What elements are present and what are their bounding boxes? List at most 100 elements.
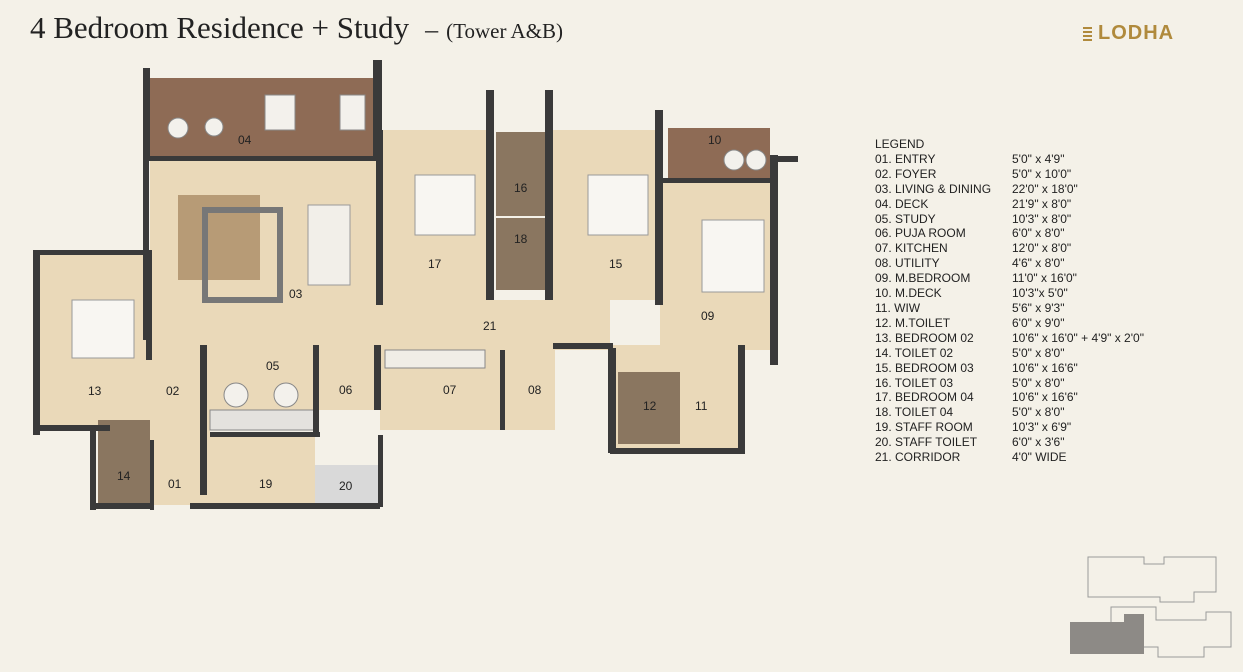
legend-item: 19. STAFF ROOM 10'3" x 6'9" [875,420,1144,435]
legend-item-name: 06. PUJA ROOM [875,226,966,241]
legend-item-name: 01. ENTRY [875,151,936,166]
legend-item-size: 10'3" x 8'0" [1012,211,1072,226]
legend-heading: LEGEND [875,137,925,151]
legend-item-size: 5'6" x 9'3" [1012,300,1065,315]
room-label-04: 04 [238,133,252,147]
key-plan-highlight [1070,614,1144,654]
page-title: 4 Bedroom Residence + Study – (Tower A&B… [30,10,563,46]
legend-item-name: 04. DECK [875,196,929,211]
deck-04 [150,78,375,160]
room-label-16: 16 [514,181,528,195]
legend-item: 01. ENTRY 5'0" x 4'9" [875,152,1144,167]
deck-chair-icon [204,117,224,137]
legend-item: 02. FOYER 5'0" x 10'0" [875,167,1144,182]
room-label-11: 11 [695,399,708,413]
sofa [202,207,283,303]
legend-item-name: 02. FOYER [875,166,937,181]
room-label-18: 18 [514,232,528,246]
room-label-02: 02 [166,384,180,398]
bed-09 [701,219,765,293]
legend-item-name: 05. STUDY [875,211,936,226]
legend-item-size: 10'6" x 16'0" + 4'9" x 2'0" [1012,330,1144,345]
room-label-19: 19 [259,477,273,491]
legend-item-size: 5'0" x 10'0" [1012,166,1072,181]
study-bench [209,409,316,431]
study-chair-icon [273,382,299,408]
legend-item-name: 12. M.TOILET [875,315,951,330]
room-label-12: 12 [643,399,657,413]
brand-logo: LODHA [1083,22,1174,45]
title-dash: – [425,15,439,44]
toilet-16 [496,132,546,216]
legend-item-name: 17. BEDROOM 04 [875,390,974,405]
legend-item: 03. LIVING & DINING 22'0" x 18'0" [875,182,1144,197]
legend-item: 17. BEDROOM 04 10'6" x 16'6" [875,390,1144,405]
legend-item-name: 08. UTILITY [875,256,940,271]
legend-item-size: 12'0" x 8'0" [1012,241,1072,256]
legend-item-size: 10'6" x 16'6" [1012,360,1078,375]
legend-item-name: 16. TOILET 03 [875,375,954,390]
title-subtitle: (Tower A&B) [446,19,564,43]
kitchen-counter [384,349,486,369]
toilet-12 [618,372,680,444]
legend-item-name: 03. LIVING & DINING [875,181,992,196]
logo-mark-icon [1083,26,1092,41]
deck-seat-icon [339,94,366,131]
room-label-07: 07 [443,383,457,397]
dining-table [307,204,351,286]
legend: LEGEND 01. ENTRY 5'0" x 4'9" 02. FOYER 5'0… [875,137,1144,465]
legend-item-size: 5'0" x 8'0" [1012,345,1065,360]
room-label-09: 09 [701,309,715,323]
legend-item: 18. TOILET 04 5'0" x 8'0" [875,405,1144,420]
legend-item-name: 09. M.BEDROOM [875,271,971,286]
room-label-21: 21 [483,319,497,333]
legend-item: 05. STUDY 10'3" x 8'0" [875,212,1144,227]
study-chair-icon [223,382,249,408]
legend-item-size: 10'6" x 16'6" [1012,390,1078,405]
room-label-10: 10 [708,133,722,147]
room-label-15: 15 [609,257,623,271]
legend-item-size: 10'3" x 6'9" [1012,420,1072,435]
title-main: 4 Bedroom Residence + Study [30,10,410,45]
legend-item: 04. DECK 21'9" x 8'0" [875,197,1144,212]
key-plan [1070,556,1232,658]
legend-item-size: 5'0" x 4'9" [1012,151,1065,166]
legend-item: 06. PUJA ROOM 6'0" x 8'0" [875,226,1144,241]
legend-item-size: 11'0" x 16'0" [1012,271,1077,286]
legend-item: 09. M.BEDROOM 11'0" x 16'0" [875,271,1144,286]
toilet-18 [496,218,546,290]
legend-item-name: 11. WIW [875,300,921,315]
bed-13 [71,299,135,359]
legend-item: 11. WIW 5'6" x 9'3" [875,301,1144,316]
legend-item-size: 21'9" x 8'0" [1012,196,1072,211]
legend-item: 16. TOILET 03 5'0" x 8'0" [875,376,1144,391]
legend-item-name: 15. BEDROOM 03 [875,360,974,375]
deck-seat-icon [264,94,296,131]
toilet-20 [315,465,380,505]
legend-item: 15. BEDROOM 03 10'6" x 16'6" [875,361,1144,376]
room-label-03: 03 [289,287,303,301]
room-label-06: 06 [339,383,353,397]
room-label-20: 20 [339,479,353,493]
legend-item-name: 20. STAFF TOILET [875,435,978,450]
legend-item: 10. M.DECK 10'3"x 5'0" [875,286,1144,301]
bed-17 [414,174,476,236]
legend-item-size: 5'0" x 8'0" [1012,405,1065,420]
legend-item-size: 22'0" x 18'0" [1012,181,1078,196]
legend-item-size: 6'0" x 8'0" [1012,226,1065,241]
bed-15 [587,174,649,236]
legend-item-size: 10'3"x 5'0" [1012,286,1068,301]
legend-item-name: 10. M.DECK [875,286,942,301]
deck-chair-icon [745,149,767,171]
legend-item-size: 5'0" x 8'0" [1012,375,1065,390]
legend-item-name: 18. TOILET 04 [875,405,954,420]
logo-text: LODHA [1098,22,1175,44]
deck-chair-icon [167,117,189,139]
legend-item-name: 19. STAFF ROOM [875,420,973,435]
